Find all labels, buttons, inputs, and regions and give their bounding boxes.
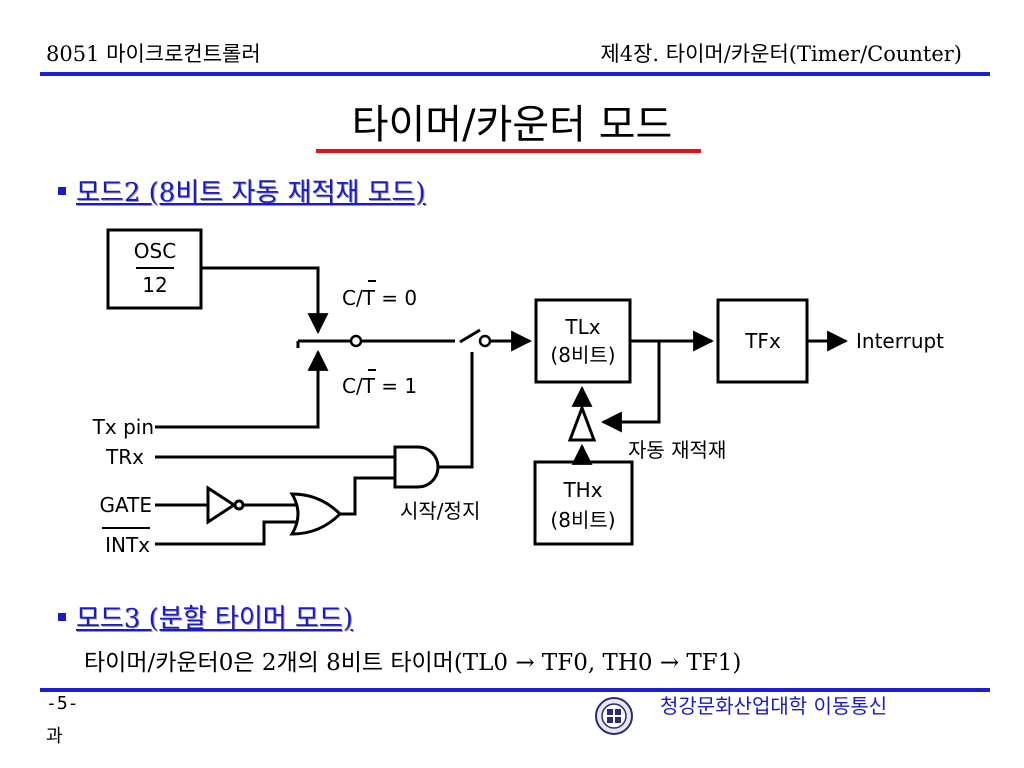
ct0-label: C/T = 0 [342, 286, 417, 310]
not-gate [206, 485, 237, 525]
intx-label: INTx [105, 533, 150, 557]
reload-buffer-triangle [567, 403, 597, 442]
bullet-mode2: 모드2 (8비트 자동 재적재 모드) [58, 172, 426, 209]
footer-school-name: 청강문화산업대학 이동통신 [660, 694, 888, 718]
start-stop-label: 시작/정지 [400, 499, 480, 523]
txpin-to-switch-wire [155, 349, 329, 429]
bullet-mode3: 모드3 (분할 타이머 모드) [58, 598, 353, 635]
osc-label: OSC [134, 239, 176, 263]
and-to-switch-wire [438, 352, 474, 469]
tlx-label: TLx [564, 315, 600, 339]
start-stop-switch-blade [459, 328, 481, 344]
and-gate [393, 445, 440, 489]
interrupt-label: Interrupt [856, 329, 944, 353]
tlx-box [534, 298, 632, 384]
switch-contact-left [349, 334, 363, 348]
page-number: -5- [46, 693, 79, 714]
thx-bits-label: (8비트) [550, 508, 615, 532]
trx-label: TRx [105, 445, 144, 469]
tfx-label: TFx [744, 329, 781, 353]
ct1-label: C/T = 1 [342, 374, 417, 398]
header-chapter-title: 제4장. 타이머/카운터(Timer/Counter) [600, 42, 962, 66]
header-divider [40, 72, 990, 76]
or-gate [289, 492, 343, 536]
school-emblem-icon [595, 697, 633, 735]
osc-to-switch-wire [201, 266, 329, 335]
slide-title: 타이머/카운터 모드 [351, 102, 673, 148]
bullet-square-icon [58, 187, 66, 195]
bullet-mode3-label: 모드3 (분할 타이머 모드) [76, 604, 353, 634]
header-course-title: 8051 마이크로컨트롤러 [46, 42, 261, 66]
not-gate-bubble [233, 499, 245, 511]
intx-to-or-wire [155, 520, 296, 546]
reload-control-wire [600, 341, 661, 433]
bullet-square-icon [58, 613, 66, 621]
footer-divider [40, 688, 990, 692]
mode3-description: 타이머/카운터0은 2개의 8비트 타이머(TL0 → TF0, TH0 → T… [84, 650, 742, 676]
bullet-mode2-label: 모드2 (8비트 자동 재적재 모드) [76, 178, 426, 208]
gate-label: GATE [100, 493, 152, 517]
title-underline [316, 149, 701, 153]
switch-contact-right [478, 334, 492, 348]
osc-divisor: 12 [142, 273, 167, 297]
txpin-label: Tx pin [92, 415, 154, 439]
tlx-bits-label: (8비트) [550, 343, 615, 367]
thx-label: THx [562, 478, 602, 502]
footer-department: 과 [46, 726, 63, 747]
auto-reload-label: 자동 재적재 [628, 438, 726, 462]
or-to-and-wire [340, 476, 395, 516]
